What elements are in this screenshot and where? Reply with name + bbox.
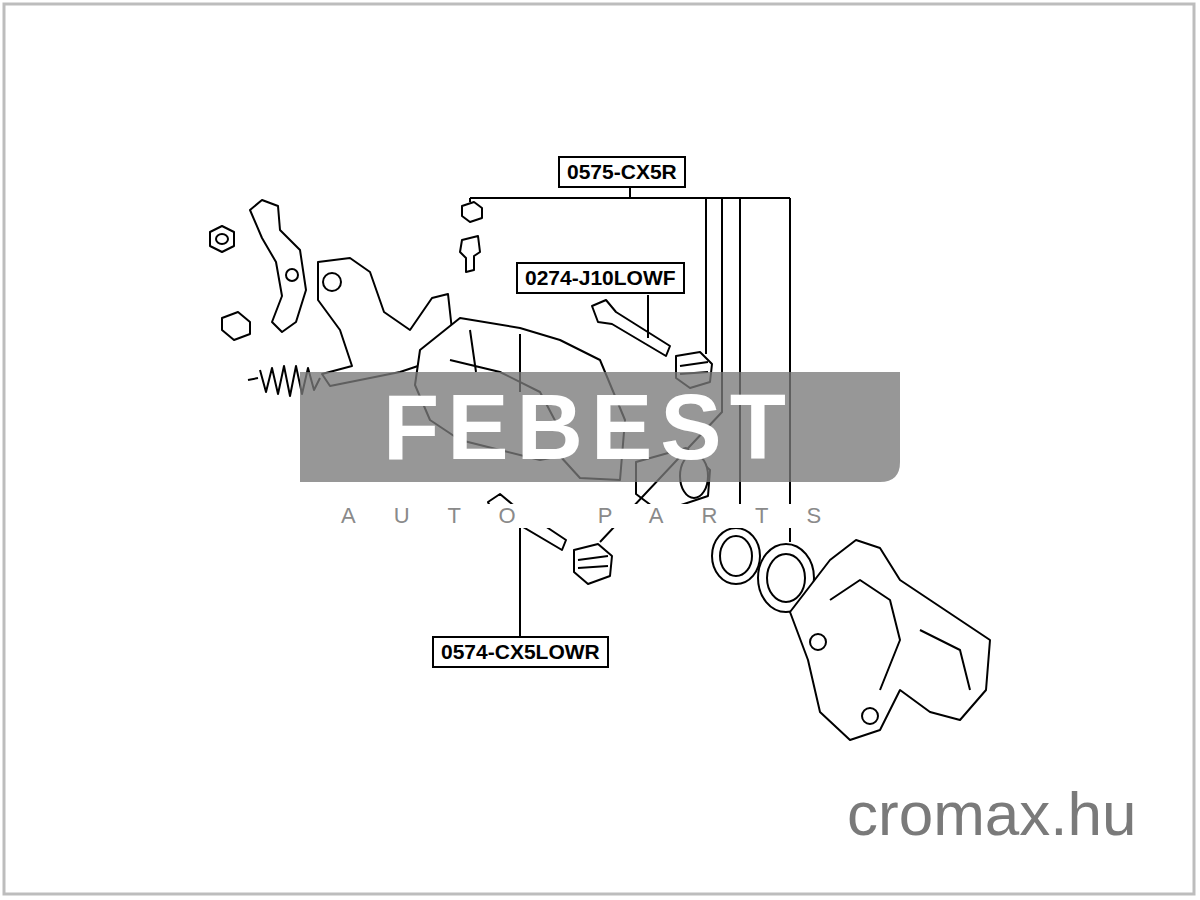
piston-seal [712, 528, 760, 584]
bracket-detail [830, 580, 970, 690]
watermark-subtitle: AUTO PARTS [337, 504, 863, 528]
lever [250, 200, 306, 332]
bolt [222, 312, 250, 340]
leader-line [519, 512, 521, 636]
leader-line [647, 295, 649, 338]
bleeder-cap [462, 202, 482, 222]
part-number-box: 0574-CX5LOWR [432, 636, 609, 668]
ring-inner [720, 536, 752, 576]
boot-rib [578, 556, 608, 568]
part-number-box: 0274-J10LOWF [516, 262, 685, 294]
caliper-bracket [790, 540, 990, 740]
part-number: 0575-CX5R [567, 160, 677, 184]
boot-lower [574, 544, 612, 584]
part-number-box: 0575-CX5R [558, 156, 686, 188]
nut-hole [216, 234, 228, 244]
bracket-hole [810, 634, 826, 650]
bleeder-screw [460, 236, 480, 272]
plate-hole [323, 273, 341, 291]
ring-inner [767, 554, 805, 602]
guide-pin-upper [592, 300, 670, 356]
watermark-logo: FEBEST [379, 377, 798, 478]
part-number: 0274-J10LOWF [525, 266, 676, 290]
leader-line [470, 188, 790, 542]
watermark-band [300, 372, 900, 482]
site-name: cromax.hu [843, 780, 1140, 848]
nut [210, 226, 234, 252]
frame [4, 4, 1194, 894]
lever-hole [286, 269, 298, 281]
bracket-hole [862, 708, 878, 724]
part-number: 0574-CX5LOWR [441, 640, 600, 664]
